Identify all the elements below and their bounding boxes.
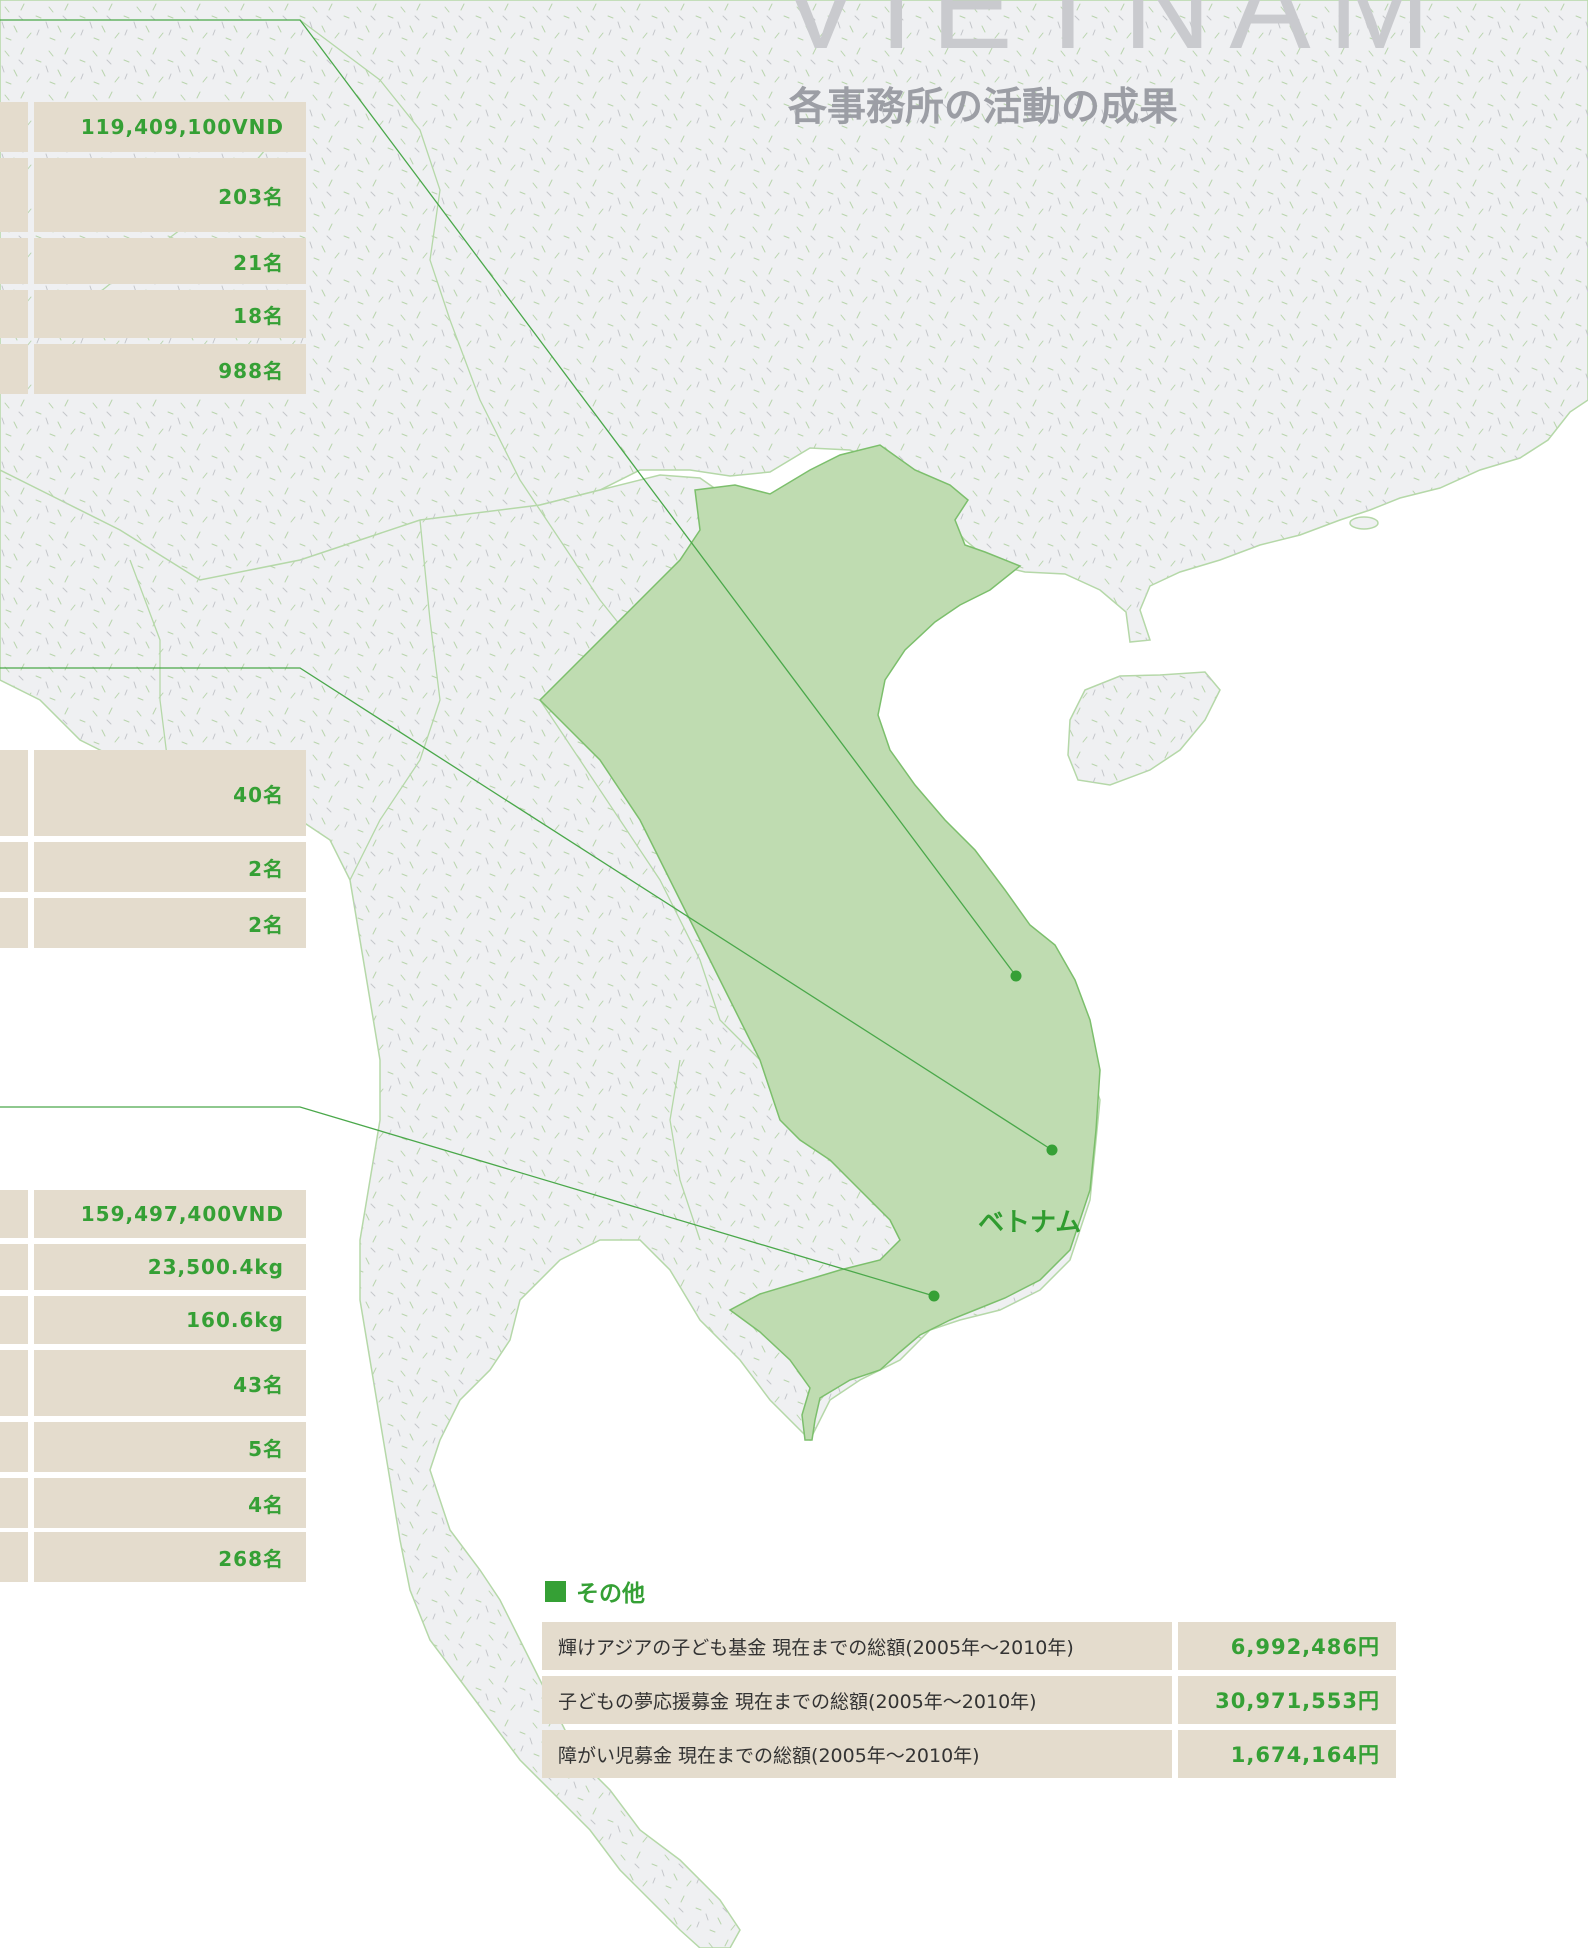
other-row-value: 30,971,553円 (1178, 1676, 1396, 1724)
stat-label-cell (0, 1350, 28, 1416)
stat-label-cell (0, 1296, 28, 1344)
other-row-label: 障がい児募金 現在までの総額(2005年〜2010年) (542, 1730, 1172, 1778)
other-row-label: 子どもの夢応援募金 現在までの総額(2005年〜2010年) (542, 1676, 1172, 1724)
stat-row: 160.6kg (0, 1296, 306, 1344)
stat-label-cell (0, 898, 28, 948)
other-row-value: 6,992,486円 (1178, 1622, 1396, 1670)
stat-row: 18名 (0, 290, 306, 338)
stat-value: 23,500.4kg (34, 1244, 306, 1290)
office-marker-2[interactable] (1046, 1144, 1058, 1156)
stat-label-cell (0, 1190, 28, 1238)
other-row: 輝けアジアの子ども基金 現在までの総額(2005年〜2010年) 6,992,4… (542, 1622, 1396, 1670)
stat-value: 4名 (34, 1478, 306, 1528)
stat-value: 160.6kg (34, 1296, 306, 1344)
map-small-island (1349, 516, 1379, 530)
stat-row: 40名 (0, 750, 306, 836)
stat-row: 159,497,400VND (0, 1190, 306, 1238)
stat-row: 43名 (0, 1350, 306, 1416)
stat-label-cell (0, 750, 28, 836)
stat-label-cell (0, 1422, 28, 1472)
stat-label-cell (0, 842, 28, 892)
stat-label-cell (0, 344, 28, 394)
stat-value: 2名 (34, 842, 306, 892)
stat-row: 4名 (0, 1478, 306, 1528)
stat-row: 268名 (0, 1532, 306, 1582)
stat-row: 5名 (0, 1422, 306, 1472)
heading-square-icon (545, 1580, 566, 1602)
stat-value: 988名 (34, 344, 306, 394)
stat-value: 119,409,100VND (34, 102, 306, 152)
office-marker-3[interactable] (928, 1290, 940, 1302)
other-row-value: 1,674,164円 (1178, 1730, 1396, 1778)
stat-row: 23,500.4kg (0, 1244, 306, 1290)
stat-value: 5名 (34, 1422, 306, 1472)
stat-label-cell (0, 1532, 28, 1582)
stat-value: 21名 (34, 238, 306, 284)
stat-label-cell (0, 290, 28, 338)
page-title: VIETNAM (780, 0, 1449, 74)
other-heading-text: その他 (576, 1581, 645, 1607)
stat-value: 43名 (34, 1350, 306, 1416)
stat-label-cell (0, 1244, 28, 1290)
other-row: 子どもの夢応援募金 現在までの総額(2005年〜2010年) 30,971,55… (542, 1676, 1396, 1724)
stat-row: 988名 (0, 344, 306, 394)
stat-value: 159,497,400VND (34, 1190, 306, 1238)
stat-value: 40名 (34, 750, 306, 836)
stat-row: 21名 (0, 238, 306, 284)
office-marker-1[interactable] (1010, 970, 1022, 982)
stat-label-cell (0, 158, 28, 232)
stat-value: 18名 (34, 290, 306, 338)
stat-row: 119,409,100VND (0, 102, 306, 152)
other-row: 障がい児募金 現在までの総額(2005年〜2010年) 1,674,164円 (542, 1730, 1396, 1778)
vietnam-label: ベトナム (978, 1208, 1082, 1238)
stat-row: 2名 (0, 842, 306, 892)
map-region-vietnam (538, 444, 1101, 1441)
stat-value: 203名 (34, 158, 306, 232)
other-row-label: 輝けアジアの子ども基金 現在までの総額(2005年〜2010年) (542, 1622, 1172, 1670)
stat-label-cell (0, 102, 28, 152)
stat-row: 2名 (0, 898, 306, 948)
stat-value: 268名 (34, 1532, 306, 1582)
stat-value: 2名 (34, 898, 306, 948)
other-section-heading: その他 (545, 1574, 645, 1608)
stat-label-cell (0, 1478, 28, 1528)
stat-label-cell (0, 238, 28, 284)
map-leader-lines (0, 19, 1053, 1297)
page-subtitle: 各事務所の活動の成果 (788, 85, 1179, 130)
stat-row: 203名 (0, 158, 306, 232)
